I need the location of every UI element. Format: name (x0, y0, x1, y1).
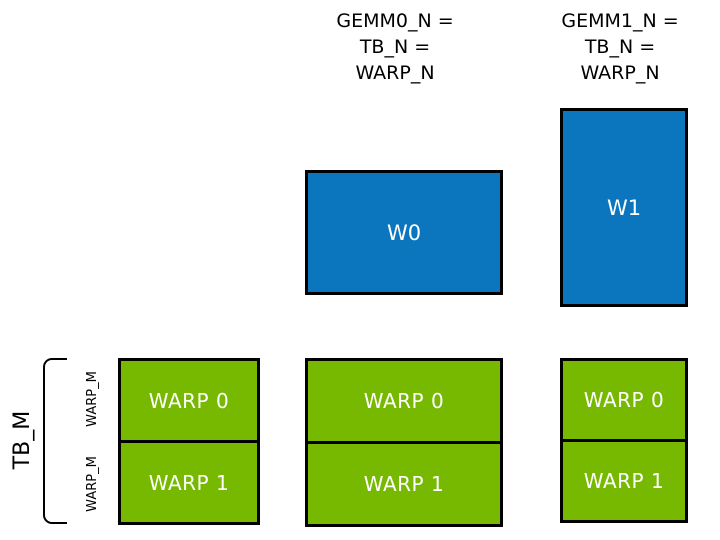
gemm1-label-line3: WARP_N (580, 62, 660, 84)
warp-row: WARP 0 (563, 361, 685, 439)
warp-row-label: WARP 0 (363, 389, 445, 413)
warp-m-axis-label-top: WARP_M (85, 371, 100, 427)
warp-row-label: WARP 1 (148, 470, 230, 495)
warp-group-threadblock: WARP 0 WARP 1 (118, 358, 260, 525)
gemm1-label-line1: GEMM1_N = (561, 10, 679, 32)
warp-row-label: WARP 0 (583, 388, 665, 412)
warp-row-label: WARP 1 (363, 472, 445, 496)
tb-m-bracket (43, 358, 67, 524)
warp-group-gemm0: WARP 0 WARP 1 (305, 358, 503, 527)
warp-group-gemm1: WARP 0 WARP 1 (560, 358, 688, 523)
gemm0-label-line1: GEMM0_N = (336, 10, 454, 32)
gemm1-label-line2: TB_N = (584, 36, 656, 58)
gemm0-dimension-label: GEMM0_N = TB_N = WARP_N (290, 8, 500, 86)
warp-row: WARP 0 (308, 361, 500, 441)
warp-m-axis-label-bottom: WARP_M (85, 456, 100, 512)
warp-tile-w1-label: W1 (606, 195, 642, 220)
warp-row-label: WARP 1 (583, 469, 665, 493)
warp-row: WARP 1 (563, 439, 685, 520)
warp-tile-w1: W1 (560, 108, 688, 307)
warp-row: WARP 1 (121, 440, 257, 522)
tb-m-axis-label: TB_M (10, 410, 35, 470)
warp-row: WARP 0 (121, 361, 257, 440)
gemm0-label-line2: TB_N = (359, 36, 431, 58)
gemm0-label-line3: WARP_N (355, 62, 435, 84)
warp-tile-w0: W0 (305, 170, 503, 295)
warp-tile-w0-label: W0 (386, 220, 422, 245)
warp-row: WARP 1 (308, 441, 500, 524)
warp-row-label: WARP 0 (148, 388, 230, 413)
gemm1-dimension-label: GEMM1_N = TB_N = WARP_N (515, 8, 720, 86)
